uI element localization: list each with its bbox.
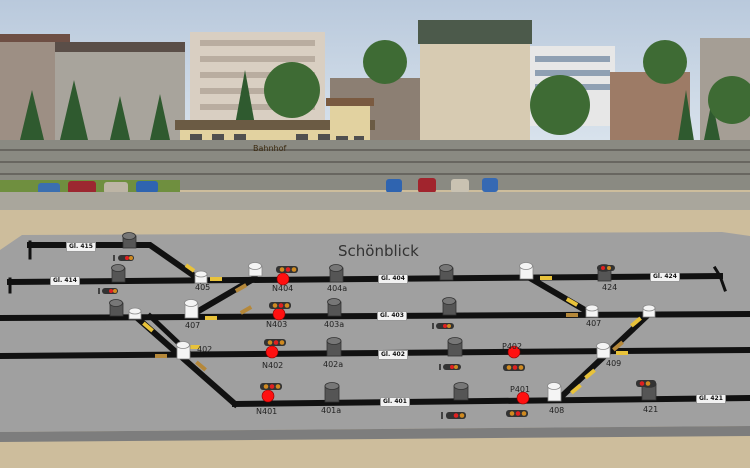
switch-405b-button[interactable] xyxy=(248,262,263,277)
signal-401a-button[interactable] xyxy=(324,382,340,403)
switch-buttons[interactable] xyxy=(128,262,656,402)
track-tag-gl404: Gl. 404 xyxy=(378,274,408,284)
label-402a: 402a xyxy=(323,360,344,369)
signal-icon-403-mid xyxy=(432,323,454,329)
signal-402a-button[interactable] xyxy=(326,337,342,357)
signal-icon-421 xyxy=(636,380,656,387)
switch-407-left-button[interactable] xyxy=(128,307,142,320)
switch-407-mid-button[interactable] xyxy=(184,299,199,319)
track-tag-gl403: Gl. 403 xyxy=(377,311,407,321)
track-gl401 xyxy=(231,394,750,408)
lamp-p402 xyxy=(507,345,521,359)
label-404a: 404a xyxy=(327,284,348,293)
lamp-n402 xyxy=(265,345,279,359)
signal-icon-n403 xyxy=(269,302,291,309)
signal-403a-button[interactable] xyxy=(327,298,342,317)
gravel xyxy=(0,192,750,212)
signal-403-button[interactable] xyxy=(109,299,124,317)
switch-405-button[interactable] xyxy=(194,270,208,284)
switch-407-right-button[interactable] xyxy=(585,304,599,318)
signal-icon-414 xyxy=(98,288,118,294)
signal-404-mid-button[interactable] xyxy=(439,264,454,281)
signal-404a-button[interactable] xyxy=(329,264,344,283)
control-panel-edge xyxy=(0,426,750,442)
panel-title: Schönblick xyxy=(338,242,419,260)
lamp-n401 xyxy=(261,389,275,403)
label-424: 424 xyxy=(602,283,618,292)
lamp-p401 xyxy=(516,391,530,405)
track-tag-gl421: Gl. 421 xyxy=(696,394,726,404)
signal-buttons[interactable] xyxy=(109,232,657,403)
label-401a: 401a xyxy=(321,406,342,415)
label-p401: P401 xyxy=(510,385,531,394)
station-sign: Bahnhof xyxy=(253,144,287,153)
label-407-left: 407 xyxy=(185,321,201,330)
label-407-right: 407 xyxy=(586,319,602,328)
switch-402-button[interactable] xyxy=(176,341,191,360)
signal-icon-n402 xyxy=(264,339,286,346)
track-tag-gl414: Gl. 414 xyxy=(50,276,80,286)
signal-icon-p401 xyxy=(506,410,528,417)
signal-icon-n404 xyxy=(276,266,298,273)
label-n402: N402 xyxy=(262,361,284,370)
signal-403-mid-button[interactable] xyxy=(442,297,457,316)
track-tag-gl402: Gl. 402 xyxy=(378,350,408,360)
rail-tracks xyxy=(0,149,750,175)
parked-cars xyxy=(38,178,498,195)
diag-424-407 xyxy=(525,273,595,318)
signal-icon-p402 xyxy=(503,364,525,371)
switch-407b-button[interactable] xyxy=(642,304,656,318)
track-tag-gl401: Gl. 401 xyxy=(380,397,410,407)
signal-icon-401-mid xyxy=(441,412,466,419)
red-lamps xyxy=(261,272,530,405)
label-n403: N403 xyxy=(266,320,288,329)
signal-415-button[interactable] xyxy=(122,232,137,249)
label-409: 409 xyxy=(606,359,622,368)
label-403a: 403a xyxy=(324,320,345,329)
switch-424-button[interactable] xyxy=(519,262,534,280)
track-gl403 xyxy=(0,310,750,322)
lamp-n403 xyxy=(272,307,286,321)
track-tag-gl415: Gl. 415 xyxy=(66,242,96,252)
turnout-markers xyxy=(142,263,642,395)
signal-414-button[interactable] xyxy=(111,264,126,283)
switch-408-button[interactable] xyxy=(547,382,562,402)
signal-icon-424 xyxy=(597,265,615,271)
label-402: 402 xyxy=(197,345,213,354)
signal-401-mid-button[interactable] xyxy=(453,382,469,401)
label-p402: P402 xyxy=(502,342,523,351)
signal-icon-402-mid xyxy=(439,364,461,370)
label-n401: N401 xyxy=(256,407,278,416)
label-n404: N404 xyxy=(272,284,294,293)
signal-icon-n401 xyxy=(260,383,282,390)
track-tag-gl424: Gl. 424 xyxy=(650,272,680,282)
signal-402-mid-button[interactable] xyxy=(447,337,463,357)
signal-icon-415 xyxy=(113,255,134,261)
label-421: 421 xyxy=(643,405,659,414)
switch-409-button[interactable] xyxy=(596,342,611,359)
label-405: 405 xyxy=(195,283,211,292)
signal-icons xyxy=(98,255,656,419)
label-408: 408 xyxy=(549,406,565,415)
